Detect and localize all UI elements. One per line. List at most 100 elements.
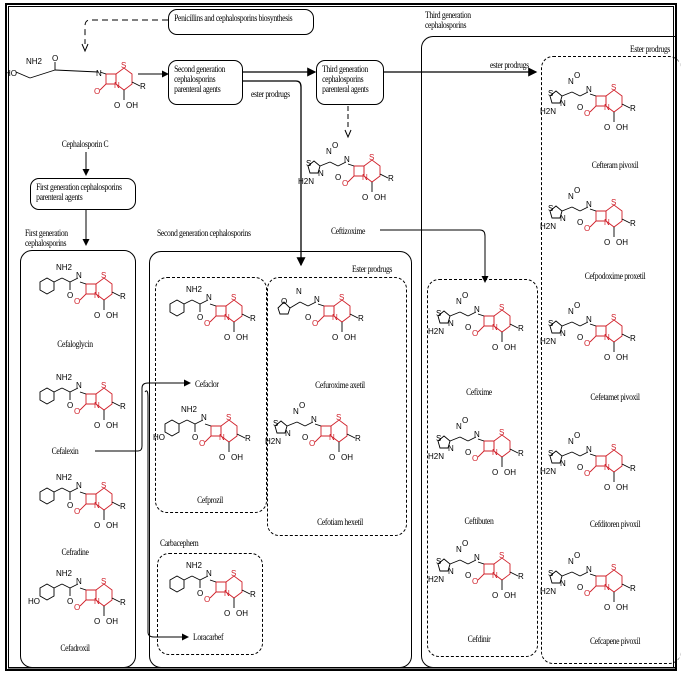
svg-text:N: N	[293, 407, 299, 416]
svg-text:O: O	[52, 54, 58, 63]
biosynthesis-arrowhead	[81, 43, 89, 53]
svg-text:N: N	[560, 329, 566, 338]
svg-text:R: R	[358, 314, 364, 323]
edge-label-ester-prodrugs-second: ester prodrugs	[251, 89, 290, 99]
svg-text:H2N: H2N	[540, 467, 556, 476]
svg-text:N: N	[96, 69, 102, 78]
svg-text:N: N	[568, 307, 574, 316]
svg-text:O: O	[312, 319, 318, 328]
svg-text:N: N	[604, 463, 610, 472]
svg-text:OH: OH	[236, 333, 248, 342]
svg-text:O: O	[577, 583, 583, 592]
svg-text:O: O	[604, 353, 610, 362]
svg-text:S: S	[548, 204, 553, 213]
svg-text:OH: OH	[616, 483, 628, 492]
svg-text:S: S	[548, 89, 553, 98]
svg-text:S: S	[273, 419, 278, 428]
svg-text:N: N	[362, 173, 368, 182]
compound-label: Ceftibuten	[464, 516, 494, 526]
svg-text:O: O	[465, 571, 471, 580]
svg-text:O: O	[577, 218, 583, 227]
svg-text:O: O	[604, 603, 610, 612]
svg-text:NH2: NH2	[181, 405, 198, 414]
svg-text:N: N	[94, 291, 100, 300]
svg-text:H2N: H2N	[428, 575, 444, 584]
svg-text:N: N	[448, 319, 454, 328]
compound-label: Cephalosporin C	[61, 139, 109, 149]
svg-text:OH: OH	[616, 603, 628, 612]
compound-label: Cefteram pivoxil	[591, 160, 639, 170]
svg-text:N: N	[456, 297, 462, 306]
svg-text:N: N	[114, 81, 120, 90]
svg-text:S: S	[336, 413, 341, 422]
svg-text:S: S	[369, 153, 374, 162]
svg-text:NH2: NH2	[186, 561, 203, 570]
svg-text:S: S	[548, 449, 553, 458]
svg-text:N: N	[474, 553, 480, 562]
svg-text:N: N	[604, 333, 610, 342]
svg-text:O: O	[74, 297, 80, 306]
svg-text:OH: OH	[616, 123, 628, 132]
compound-label: Cefaclor	[195, 379, 219, 389]
svg-text:O: O	[492, 343, 498, 352]
svg-text:S: S	[499, 428, 504, 437]
svg-text:O: O	[472, 329, 478, 338]
svg-text:N: N	[568, 192, 574, 201]
svg-text:OH: OH	[236, 609, 248, 618]
svg-text:N: N	[456, 545, 462, 554]
svg-text:O: O	[199, 439, 205, 448]
svg-text:O: O	[604, 483, 610, 492]
compound-label: Cefalexin	[51, 446, 79, 456]
svg-text:N: N	[560, 459, 566, 468]
svg-text:NH2: NH2	[56, 373, 73, 382]
svg-text:N: N	[456, 422, 462, 431]
svg-text:O: O	[302, 433, 308, 442]
svg-text:O: O	[584, 224, 590, 233]
svg-text:N: N	[332, 313, 338, 322]
svg-text:O: O	[94, 617, 100, 626]
svg-text:NH2: NH2	[56, 569, 73, 578]
compound-label: Cefaloglycin	[57, 339, 93, 349]
compound-label: Cefotiam hexetil	[317, 517, 363, 527]
svg-text:N: N	[492, 571, 498, 580]
svg-text:N: N	[586, 565, 592, 574]
svg-text:N: N	[314, 295, 320, 304]
biosynthesis-box: Penicillins and cephalosporins biosynthe…	[168, 9, 314, 35]
svg-text:S: S	[548, 319, 553, 328]
svg-text:R: R	[518, 324, 524, 333]
svg-text:S: S	[101, 271, 106, 280]
svg-text:O: O	[74, 507, 80, 516]
svg-text:O: O	[604, 123, 610, 132]
svg-text:N: N	[94, 501, 100, 510]
svg-text:R: R	[518, 449, 524, 458]
svg-text:OH: OH	[616, 353, 628, 362]
compound-label: Loracarbef	[193, 632, 224, 642]
svg-text:N: N	[94, 401, 100, 410]
svg-text:N: N	[568, 77, 574, 86]
svg-text:N: N	[201, 413, 207, 422]
svg-text:HO: HO	[153, 433, 165, 442]
svg-text:O: O	[305, 313, 311, 322]
svg-text:N: N	[604, 583, 610, 592]
svg-text:O: O	[577, 463, 583, 472]
second-gen-group	[149, 251, 412, 668]
third-gen-oral-group	[427, 279, 538, 657]
svg-text:R: R	[630, 464, 636, 473]
first-gen-group	[20, 250, 136, 668]
svg-text:O: O	[67, 501, 73, 510]
svg-text:N: N	[94, 597, 100, 606]
